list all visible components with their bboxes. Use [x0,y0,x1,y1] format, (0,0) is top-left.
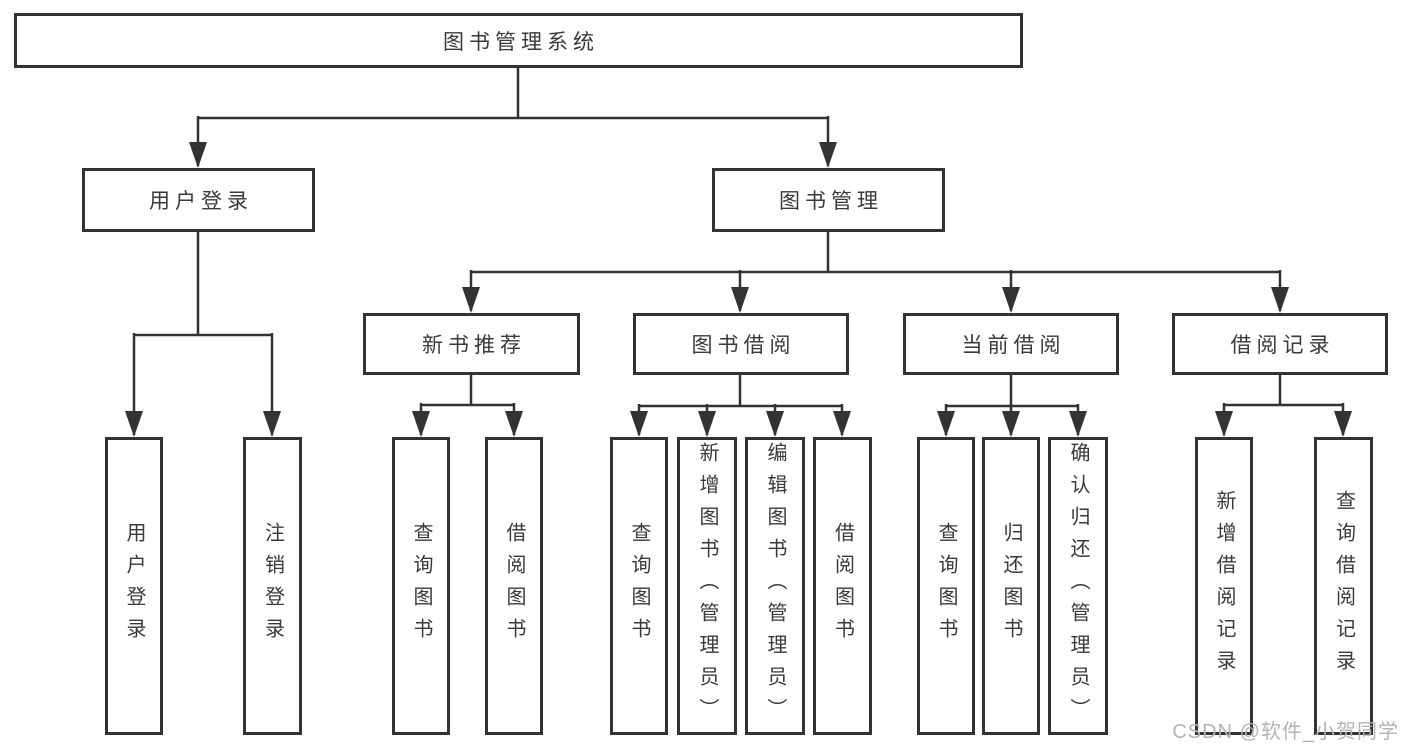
leaf-logout-label: 注销登录 [261,522,284,650]
leaf-br-query-record-label: 查询借阅记录 [1332,490,1355,682]
leaf-bb-borrow-book-label: 借阅图书 [831,522,854,650]
leaf-nb-query-book-label: 查询图书 [410,522,432,650]
leaf-logout: 注销登录 [243,437,302,735]
leaf-user-login: 用户登录 [105,437,163,735]
node-book-borrowing: 图书借阅 [633,313,849,375]
node-book-management: 图书管理 [712,168,945,232]
leaf-cb-query-book-label: 查询图书 [935,522,957,650]
node-borrowing-records: 借阅记录 [1172,313,1388,375]
leaf-nb-query-book: 查询图书 [392,437,450,735]
leaf-bb-add-book: 新增图书（管理员） [677,437,737,735]
csdn-watermark: CSDN @软件_小贺同学 [1172,721,1399,743]
node-current-borrowing-label: 当前借阅 [961,334,1066,357]
leaf-bb-query-book: 查询图书 [610,437,668,735]
leaf-nb-borrow-book: 借阅图书 [485,437,543,735]
node-user-login-label: 用户登录 [149,190,253,213]
node-new-book-recommend: 新书推荐 [363,313,580,375]
connector-book-management-children [462,232,1289,313]
leaf-nb-borrow-book-label: 借阅图书 [503,522,525,650]
node-borrowing-records-label: 借阅记录 [1230,334,1335,357]
leaf-bb-edit-book: 编辑图书（管理员） [745,437,805,735]
node-current-borrowing: 当前借阅 [903,313,1119,375]
leaf-br-add-record-label: 新增借阅记录 [1213,490,1235,682]
leaf-bb-query-book-label: 查询图书 [628,522,650,650]
leaf-cb-query-book: 查询图书 [917,437,975,735]
leaf-bb-borrow-book: 借阅图书 [813,437,872,735]
leaf-cb-return-book: 归还图书 [982,437,1040,735]
connector-new-book-recommend-children [412,375,523,437]
node-book-management-label: 图书管理 [779,190,883,213]
leaf-cb-confirm-return: 确认归还（管理员） [1048,437,1108,735]
connector-borrowing-records-children [1215,375,1352,437]
leaf-br-add-record: 新增借阅记录 [1195,437,1253,735]
connector-current-borrowing-children [937,375,1087,437]
node-book-borrowing-label: 图书借阅 [691,334,796,357]
node-root: 图书管理系统 [14,13,1023,68]
connector-root-to-level2 [189,68,837,168]
leaf-bb-edit-book-label: 编辑图书（管理员） [764,442,786,730]
leaf-bb-add-book-label: 新增图书（管理员） [696,442,718,730]
leaf-user-login-label: 用户登录 [123,522,145,650]
leaf-cb-confirm-return-label: 确认归还（管理员） [1067,442,1089,730]
node-root-label: 图书管理系统 [443,30,599,54]
connector-user-login-children [125,232,281,437]
leaf-cb-return-book-label: 归还图书 [1000,522,1022,650]
connector-book-borrowing-children [630,375,851,437]
node-new-book-recommend-label: 新书推荐 [422,334,526,357]
leaf-br-query-record: 查询借阅记录 [1314,437,1373,735]
node-user-login: 用户登录 [82,168,315,232]
